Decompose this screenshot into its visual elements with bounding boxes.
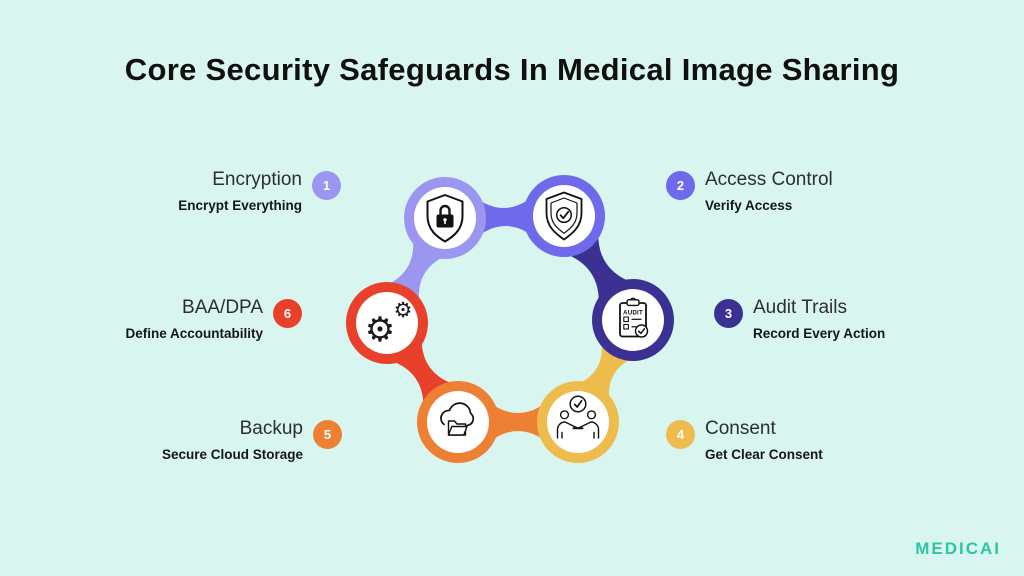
connector-1-2 <box>465 186 544 248</box>
number-badge: 1 <box>312 171 341 200</box>
item-audit-trails: 3 Audit Trails Record Every Action <box>714 296 885 341</box>
audit-clipboard-icon: AUDIT <box>619 297 649 338</box>
item-sublabel: Encrypt Everything <box>178 198 302 213</box>
shield-check-icon <box>545 191 583 241</box>
handshake-check-icon <box>556 395 600 439</box>
item-sublabel: Define Accountability <box>125 326 263 341</box>
item-sublabel: Get Clear Consent <box>705 447 823 462</box>
node-face-backup <box>427 391 489 453</box>
item-sublabel: Secure Cloud Storage <box>161 447 303 462</box>
item-label: Consent <box>705 418 776 439</box>
item-label: Encryption <box>212 169 302 190</box>
page-title: Core Security Safeguards In Medical Imag… <box>124 52 900 87</box>
number-badge: 6 <box>273 299 302 328</box>
item-backup: Backup Secure Cloud Storage 5 <box>162 417 342 462</box>
cloud-folder-icon <box>440 402 475 436</box>
number-badge: 2 <box>666 171 695 200</box>
item-sublabel: Record Every Action <box>753 326 886 341</box>
item-label: BAA/DPA <box>182 297 263 318</box>
lock-shield-icon <box>426 194 464 243</box>
item-label: Access Control <box>705 169 833 190</box>
gears-icon: ⚙ ⚙ <box>365 298 413 350</box>
item-access-control: 2 Access Control Verify Access <box>666 168 833 213</box>
item-sublabel: Verify Access <box>705 198 793 213</box>
item-encryption: Encryption Encrypt Everything 1 <box>178 168 341 213</box>
node-face-baa-dpa <box>356 292 418 354</box>
item-label: Audit Trails <box>753 297 847 318</box>
number-badge: 3 <box>714 299 743 328</box>
node-face-consent <box>547 391 609 453</box>
medicai-logo: MEDICAI <box>915 539 1001 558</box>
svg-text:⚙: ⚙ <box>365 310 395 350</box>
item-label: Backup <box>239 418 303 439</box>
connector-4-5 <box>478 392 558 452</box>
number-badge: 5 <box>313 420 342 449</box>
item-baa-dpa: BAA/DPA Define Accountability 6 <box>125 296 302 341</box>
svg-text:⚙: ⚙ <box>394 298 413 322</box>
number-badge: 4 <box>666 420 695 449</box>
item-consent: 4 Consent Get Clear Consent <box>666 417 823 462</box>
svg-text:AUDIT: AUDIT <box>623 310 643 317</box>
